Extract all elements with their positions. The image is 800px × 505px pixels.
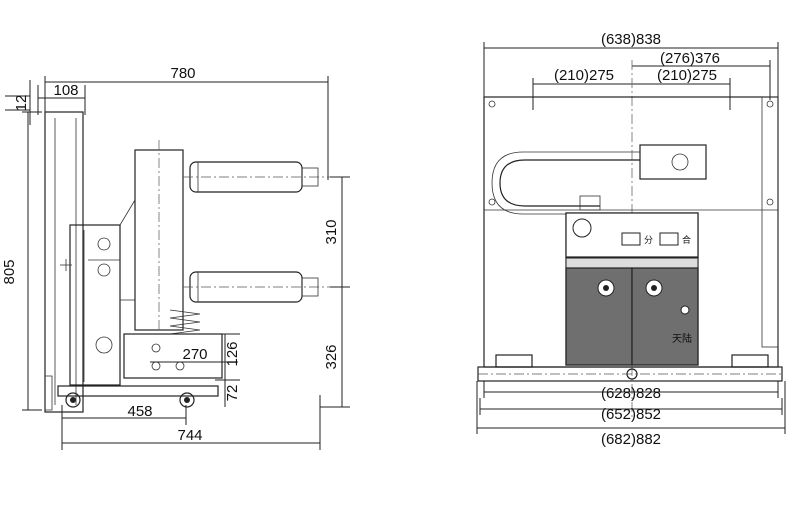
side-base-rail bbox=[57, 385, 219, 397]
front-knob-right-center bbox=[651, 285, 657, 291]
dim-label-108: 108 bbox=[53, 82, 78, 99]
front-handle-pivot bbox=[671, 153, 689, 171]
front-indicator-open-label: 分 bbox=[644, 235, 653, 245]
side-front-plate bbox=[44, 111, 84, 413]
side-carriage-hole-2 bbox=[151, 361, 161, 371]
side-hole-3 bbox=[95, 336, 113, 354]
side-hole-2 bbox=[97, 263, 111, 277]
dim-label-275-left: (210)275 bbox=[554, 67, 614, 84]
front-door-right bbox=[631, 267, 699, 366]
side-lower-contact bbox=[301, 277, 319, 297]
dim-label-744: 744 bbox=[177, 427, 202, 444]
side-view: 12 108 780 805 bbox=[1, 65, 350, 450]
side-spring bbox=[169, 309, 201, 335]
dim-label-270: 270 bbox=[182, 346, 207, 363]
front-small-button bbox=[680, 305, 690, 315]
dim-label-852: (652)852 bbox=[601, 406, 661, 423]
dim-label-126: 126 bbox=[224, 341, 241, 366]
side-carriage bbox=[123, 333, 223, 379]
front-knob-left-center bbox=[603, 285, 609, 291]
front-right-guide bbox=[761, 96, 779, 348]
front-nameplate-label: 天陆 bbox=[672, 332, 692, 345]
side-carriage-hole-3 bbox=[175, 361, 185, 371]
front-foot-left bbox=[495, 354, 533, 368]
front-foot-right bbox=[731, 354, 769, 368]
front-corner-hole-tr bbox=[766, 100, 774, 108]
side-strut-1 bbox=[119, 199, 136, 226]
front-handle-loop bbox=[499, 159, 640, 207]
front-corner-hole-ml bbox=[488, 198, 496, 206]
front-handle-clip bbox=[579, 195, 601, 211]
side-mechanism-body bbox=[69, 224, 121, 386]
dim-label-326: 326 bbox=[323, 344, 340, 369]
dim-label-882: (682)882 bbox=[601, 431, 661, 448]
front-corner-hole-tl bbox=[488, 100, 496, 108]
front-indicator-close bbox=[659, 232, 679, 246]
front-handle-grip bbox=[639, 144, 707, 180]
front-panel-strip bbox=[565, 257, 699, 269]
front-indicator-open bbox=[621, 232, 641, 246]
side-wheel-right-hub bbox=[184, 397, 190, 403]
dim-label-805: 805 bbox=[1, 259, 18, 284]
front-corner-hole-mr bbox=[766, 198, 774, 206]
side-wheel-left-hub bbox=[70, 397, 76, 403]
dim-label-458: 458 bbox=[127, 403, 152, 420]
dim-label-12: 12 bbox=[13, 95, 30, 112]
dim-label-275-right: (210)275 bbox=[657, 67, 717, 84]
side-wheel-right bbox=[179, 392, 195, 408]
side-hole-1 bbox=[97, 237, 111, 251]
side-handle bbox=[45, 375, 53, 411]
side-upper-contact bbox=[301, 167, 319, 187]
dim-label-828: (628)828 bbox=[601, 385, 661, 402]
dim-label-310: 310 bbox=[323, 219, 340, 244]
side-wheel-left bbox=[65, 392, 81, 408]
front-indicator-close-label: 合 bbox=[682, 234, 691, 245]
side-carriage-hole-1 bbox=[151, 343, 161, 353]
front-indicator-lamp bbox=[572, 218, 592, 238]
front-view: (638)838 (276)376 (210)275 (210)275 bbox=[476, 31, 786, 448]
dim-label-838: (638)838 bbox=[601, 31, 661, 48]
dim-label-376: (276)376 bbox=[660, 50, 720, 67]
front-handle-loop-outer bbox=[491, 151, 640, 215]
front-door-left bbox=[565, 267, 633, 366]
dim-label-72: 72 bbox=[224, 385, 241, 402]
dim-label-780: 780 bbox=[170, 65, 195, 82]
